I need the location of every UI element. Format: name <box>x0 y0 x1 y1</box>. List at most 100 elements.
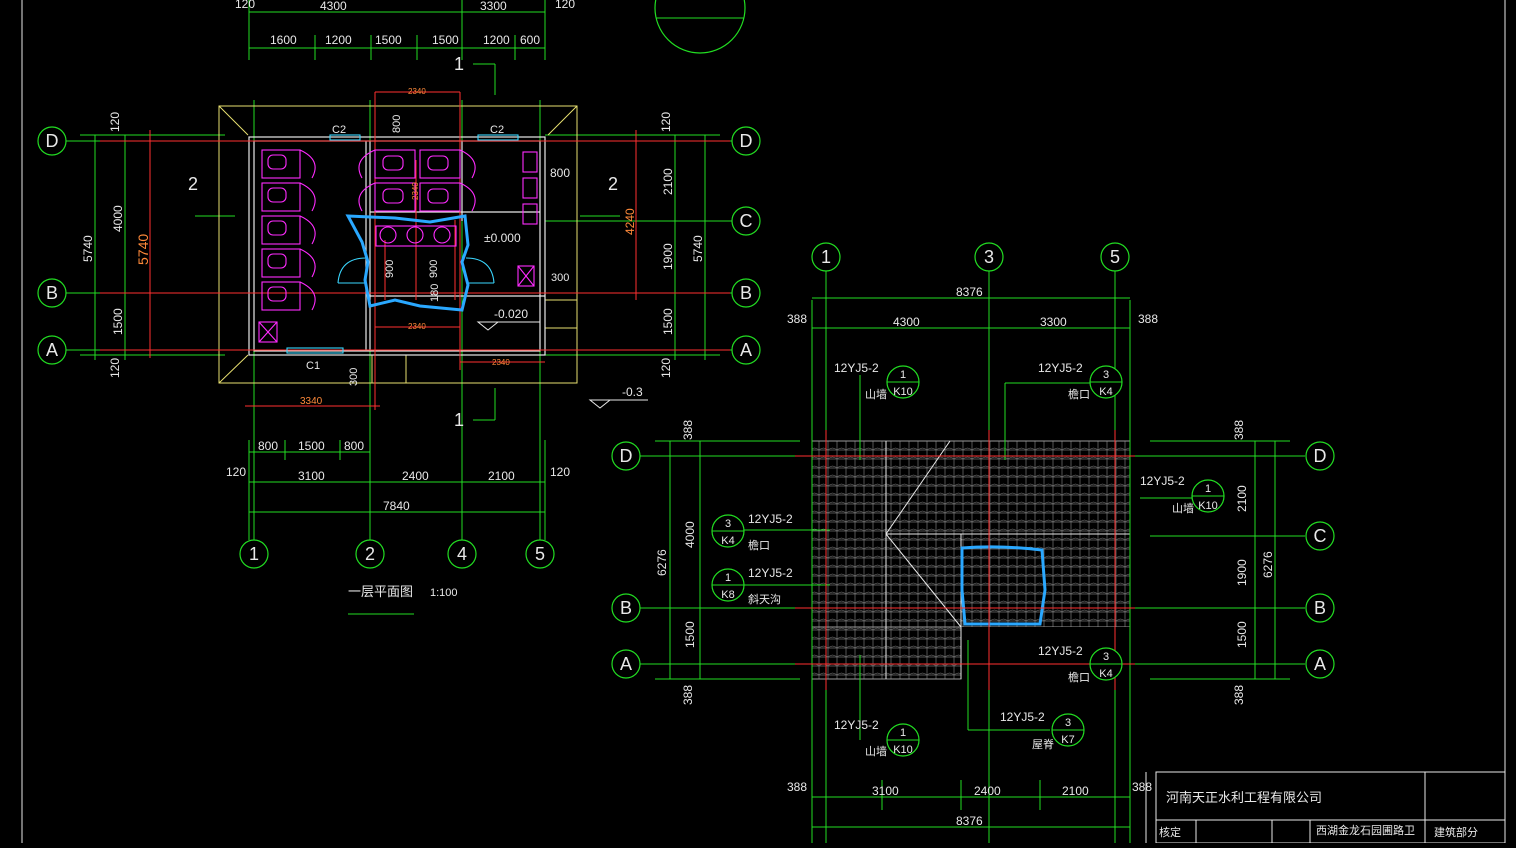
fp-right-5740: 5740 <box>691 235 705 262</box>
rp-right-388b: 388 <box>1232 685 1246 705</box>
fp-scale: 1:100 <box>430 587 458 599</box>
rp-left-4000: 4000 <box>683 521 697 548</box>
rp-bot-3100: 3100 <box>872 784 899 798</box>
fp-elev-0: ±0.000 <box>484 231 521 245</box>
callout-0: 1 K10 12YJ5-2 山墙 <box>834 361 920 401</box>
fp-axis-A-right: A <box>740 340 752 360</box>
callout-4-sheet: K8 <box>721 589 734 601</box>
fp-bot-2100: 2100 <box>488 469 515 483</box>
callout-5-num: 3 <box>1103 651 1109 663</box>
fp-window-c2a: C2 <box>332 124 346 136</box>
callout-4-note: 斜天沟 <box>748 593 781 606</box>
fp-bot-120a: 120 <box>226 465 246 479</box>
callout-6: 1 K10 12YJ5-2 山墙 <box>834 718 920 758</box>
rp-axis-D-right: D <box>1314 446 1327 466</box>
fp-axis-B-right: B <box>740 283 752 303</box>
fp-axis-C-right: C <box>740 211 753 231</box>
callout-2-ref: 12YJ5-2 <box>1140 474 1185 488</box>
fp-left-1500: 1500 <box>111 308 125 335</box>
title-row-label: 核定 <box>1159 825 1181 839</box>
callout-6-note: 山墙 <box>865 744 887 758</box>
callout-5-sheet: K4 <box>1099 668 1112 680</box>
north-arrow-circle <box>654 0 746 54</box>
fp-red-3340: 3340 <box>300 396 323 407</box>
fp-inner-900b: 900 <box>428 260 440 278</box>
callout-1-ref: 12YJ5-2 <box>1038 361 1083 375</box>
rp-axis-5: 5 <box>1110 247 1120 267</box>
fp-bot-800b: 800 <box>344 439 364 453</box>
floor-plan: D B A D C B A 1 2 4 5 120 4300 3300 120 … <box>37 0 761 615</box>
callout-0-ref: 12YJ5-2 <box>834 361 879 375</box>
callout-7: 3 K7 12YJ5-2 屋脊 <box>1000 710 1085 751</box>
callout-0-num: 1 <box>900 369 906 381</box>
fp-axis-4: 4 <box>457 544 467 564</box>
fp-axis-B-left: B <box>46 283 58 303</box>
callout-7-note: 屋脊 <box>1032 737 1054 751</box>
fp-axis-5: 5 <box>535 544 545 564</box>
rp-axis-D-left: D <box>620 446 633 466</box>
rp-right-1500: 1500 <box>1235 621 1249 648</box>
fp-elev-03: -0.3 <box>622 385 643 399</box>
rp-axis-A-right: A <box>1314 654 1326 674</box>
rp-axis-3: 3 <box>984 247 994 267</box>
fp-section-2-left: 2 <box>188 174 198 194</box>
rp-top-3300: 3300 <box>1040 315 1067 329</box>
fp-top2-1200b: 1200 <box>483 33 510 47</box>
rp-axis-1: 1 <box>821 247 831 267</box>
callout-7-sheet: K7 <box>1061 734 1074 746</box>
rp-right-2100: 2100 <box>1235 485 1249 512</box>
rp-bot-388a: 388 <box>787 780 807 794</box>
fp-bot-3100: 3100 <box>298 469 325 483</box>
fp-axis-1: 1 <box>249 544 259 564</box>
callout-3: 3 K4 12YJ5-2 檐口 <box>711 512 793 552</box>
callout-5-ref: 12YJ5-2 <box>1038 644 1083 658</box>
callout-6-ref: 12YJ5-2 <box>834 718 879 732</box>
fp-left-120a: 120 <box>108 112 122 132</box>
callout-4: 1 K8 12YJ5-2 斜天沟 <box>711 566 793 606</box>
fp-window-c2b: C2 <box>490 124 504 136</box>
blue-markup-floor <box>345 214 470 312</box>
rp-right-total: 6276 <box>1261 551 1275 578</box>
rp-left-total: 6276 <box>655 549 669 576</box>
fp-top-120a: 120 <box>235 0 255 11</box>
callout-3-num: 3 <box>725 518 731 530</box>
fp-top-4300: 4300 <box>320 0 347 13</box>
fp-right-4240-red: 4240 <box>623 208 637 235</box>
fp-left-5740: 5740 <box>81 235 95 262</box>
fp-section-1-top: 1 <box>454 54 464 74</box>
callout-2-num: 1 <box>1205 483 1211 495</box>
title-block: 河南天正水利工程有限公司 核定 西湖金龙石园圃路卫 建筑部分 <box>1145 771 1506 844</box>
fp-left-120b: 120 <box>108 358 122 378</box>
callout-2-sheet: K10 <box>1198 500 1218 512</box>
fp-right-1500: 1500 <box>661 308 675 335</box>
fp-axis-A-left: A <box>46 340 58 360</box>
rp-top-388b: 388 <box>1138 312 1158 326</box>
fp-left-5740-red: 5740 <box>135 234 151 265</box>
rp-left-388a: 388 <box>681 420 695 440</box>
fp-bot-7840: 7840 <box>383 499 410 513</box>
title-project: 西湖金龙石园圃路卫 <box>1316 823 1415 837</box>
fp-right-120a: 120 <box>659 112 673 132</box>
callout-1-note: 檐口 <box>1068 387 1090 401</box>
callout-2-note: 山墙 <box>1172 501 1194 515</box>
fp-red-2340b: 2340 <box>408 322 426 331</box>
rp-right-388a: 388 <box>1232 420 1246 440</box>
roof-callouts: 1 K10 12YJ5-2 山墙 3 K4 12YJ5-2 檐口 1 K10 1… <box>711 361 1225 758</box>
fp-axis-D-right: D <box>740 131 753 151</box>
fp-inner-900a: 900 <box>384 260 396 278</box>
rp-bot-2400: 2400 <box>974 784 1001 798</box>
callout-0-note: 山墙 <box>865 387 887 401</box>
fp-red-2340c: 2340 <box>492 358 510 367</box>
fp-section-2-right: 2 <box>608 174 618 194</box>
fp-section-1-bot: 1 <box>454 410 464 430</box>
callout-1-sheet: K4 <box>1099 386 1112 398</box>
fp-bot-2400: 2400 <box>402 469 429 483</box>
rp-top-388a: 388 <box>787 312 807 326</box>
callout-3-note: 檐口 <box>748 538 770 552</box>
blue-markup-roof <box>960 545 1047 626</box>
callout-0-sheet: K10 <box>893 386 913 398</box>
rp-top-4300: 4300 <box>893 315 920 329</box>
fp-right-2100: 2100 <box>661 168 675 195</box>
fp-bot-1500: 1500 <box>298 439 325 453</box>
